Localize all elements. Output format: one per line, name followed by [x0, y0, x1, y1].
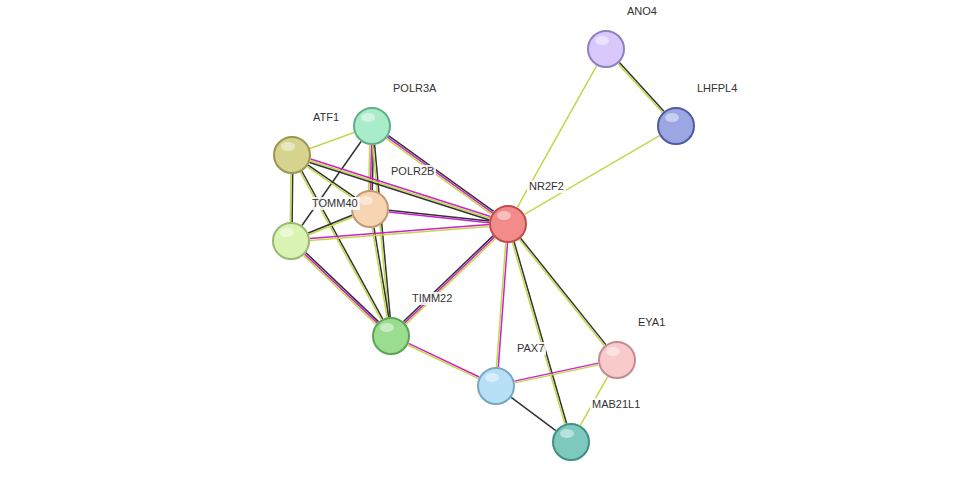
node-label: POLR2B: [389, 165, 436, 178]
protein-node: MAB21L1: [552, 423, 590, 461]
protein-node: TOMM40: [272, 222, 310, 260]
evidence-line: [406, 238, 496, 324]
evidence-line: [369, 145, 370, 190]
evidence-line: [374, 228, 389, 318]
evidence-line: [524, 136, 659, 215]
evidence-line: [512, 243, 564, 424]
evidence-line: [409, 343, 480, 377]
node-highlight: [485, 373, 499, 382]
evidence-line: [389, 212, 489, 223]
protein-node: POLR3A: [353, 107, 391, 145]
node-highlight: [560, 429, 574, 438]
evidence-line: [619, 62, 663, 111]
interaction-edge: [512, 242, 566, 424]
node-label: ANO4: [625, 5, 659, 18]
protein-node: TIMM22: [372, 317, 410, 355]
node-label: POLR3A: [391, 82, 438, 95]
evidence-line: [389, 210, 489, 221]
interaction-edge: [308, 215, 352, 234]
evidence-line: [304, 255, 376, 324]
evidence-line: [511, 397, 556, 430]
protein-node: ANO4: [587, 30, 625, 68]
evidence-line: [498, 243, 507, 367]
protein-node: EYA1: [598, 341, 636, 379]
interaction-edge: [519, 238, 606, 345]
node-highlight: [281, 142, 295, 151]
node-label: TOMM40: [310, 197, 360, 210]
evidence-line: [290, 174, 292, 222]
interaction-edge: [372, 228, 389, 318]
interaction-edge: [618, 62, 664, 112]
interaction-edge: [514, 363, 598, 383]
evidence-line: [310, 225, 489, 239]
evidence-line: [372, 228, 387, 318]
node-label: NR2F2: [527, 180, 566, 193]
node-highlight: [359, 196, 373, 205]
evidence-line: [306, 253, 378, 322]
node-highlight: [595, 36, 609, 45]
node-label: MAB21L1: [590, 398, 642, 411]
node-highlight: [497, 211, 511, 220]
evidence-line: [515, 365, 599, 383]
evidence-line: [514, 242, 566, 423]
evidence-line: [305, 254, 377, 323]
evidence-line: [373, 145, 389, 317]
evidence-line: [403, 236, 493, 322]
interaction-edge: [517, 66, 596, 208]
interaction-edge: [511, 397, 556, 430]
node-label: ATF1: [311, 111, 341, 124]
evidence-line: [309, 217, 353, 235]
evidence-line: [521, 238, 606, 344]
evidence-line: [386, 139, 491, 215]
interaction-edge: [304, 253, 379, 324]
node-highlight: [280, 228, 294, 237]
interaction-edge: [524, 136, 659, 215]
evidence-line: [519, 239, 604, 345]
node-highlight: [361, 113, 375, 122]
evidence-line: [311, 159, 491, 216]
evidence-line: [517, 66, 596, 208]
evidence-line: [310, 132, 354, 148]
interaction-edge: [373, 145, 390, 317]
interaction-edge: [290, 174, 292, 222]
evidence-line: [310, 226, 489, 240]
node-highlight: [606, 347, 620, 356]
protein-node: NR2F2: [489, 205, 527, 243]
evidence-line: [308, 215, 352, 233]
node-label: TIMM22: [410, 292, 454, 305]
node-label: PAX7: [515, 342, 546, 355]
interaction-edge: [310, 132, 354, 148]
evidence-line: [514, 363, 598, 381]
protein-node: LHFPL4: [657, 107, 695, 145]
interaction-edge: [389, 210, 489, 223]
protein-node: ATF1: [273, 136, 311, 174]
interaction-edge: [497, 243, 508, 367]
interaction-edge: [310, 225, 489, 241]
protein-node: PAX7: [477, 367, 515, 405]
evidence-line: [310, 161, 490, 218]
evidence-line: [405, 237, 495, 323]
node-label: LHFPL4: [695, 82, 739, 95]
evidence-line: [497, 243, 506, 367]
interaction-edge: [403, 236, 495, 324]
node-highlight: [665, 113, 679, 122]
evidence-line: [408, 345, 479, 379]
interaction-edge: [408, 343, 479, 378]
node-label: EYA1: [636, 316, 667, 329]
evidence-line: [291, 174, 293, 222]
evidence-line: [618, 64, 662, 113]
node-highlight: [380, 323, 394, 332]
evidence-line: [370, 145, 371, 190]
